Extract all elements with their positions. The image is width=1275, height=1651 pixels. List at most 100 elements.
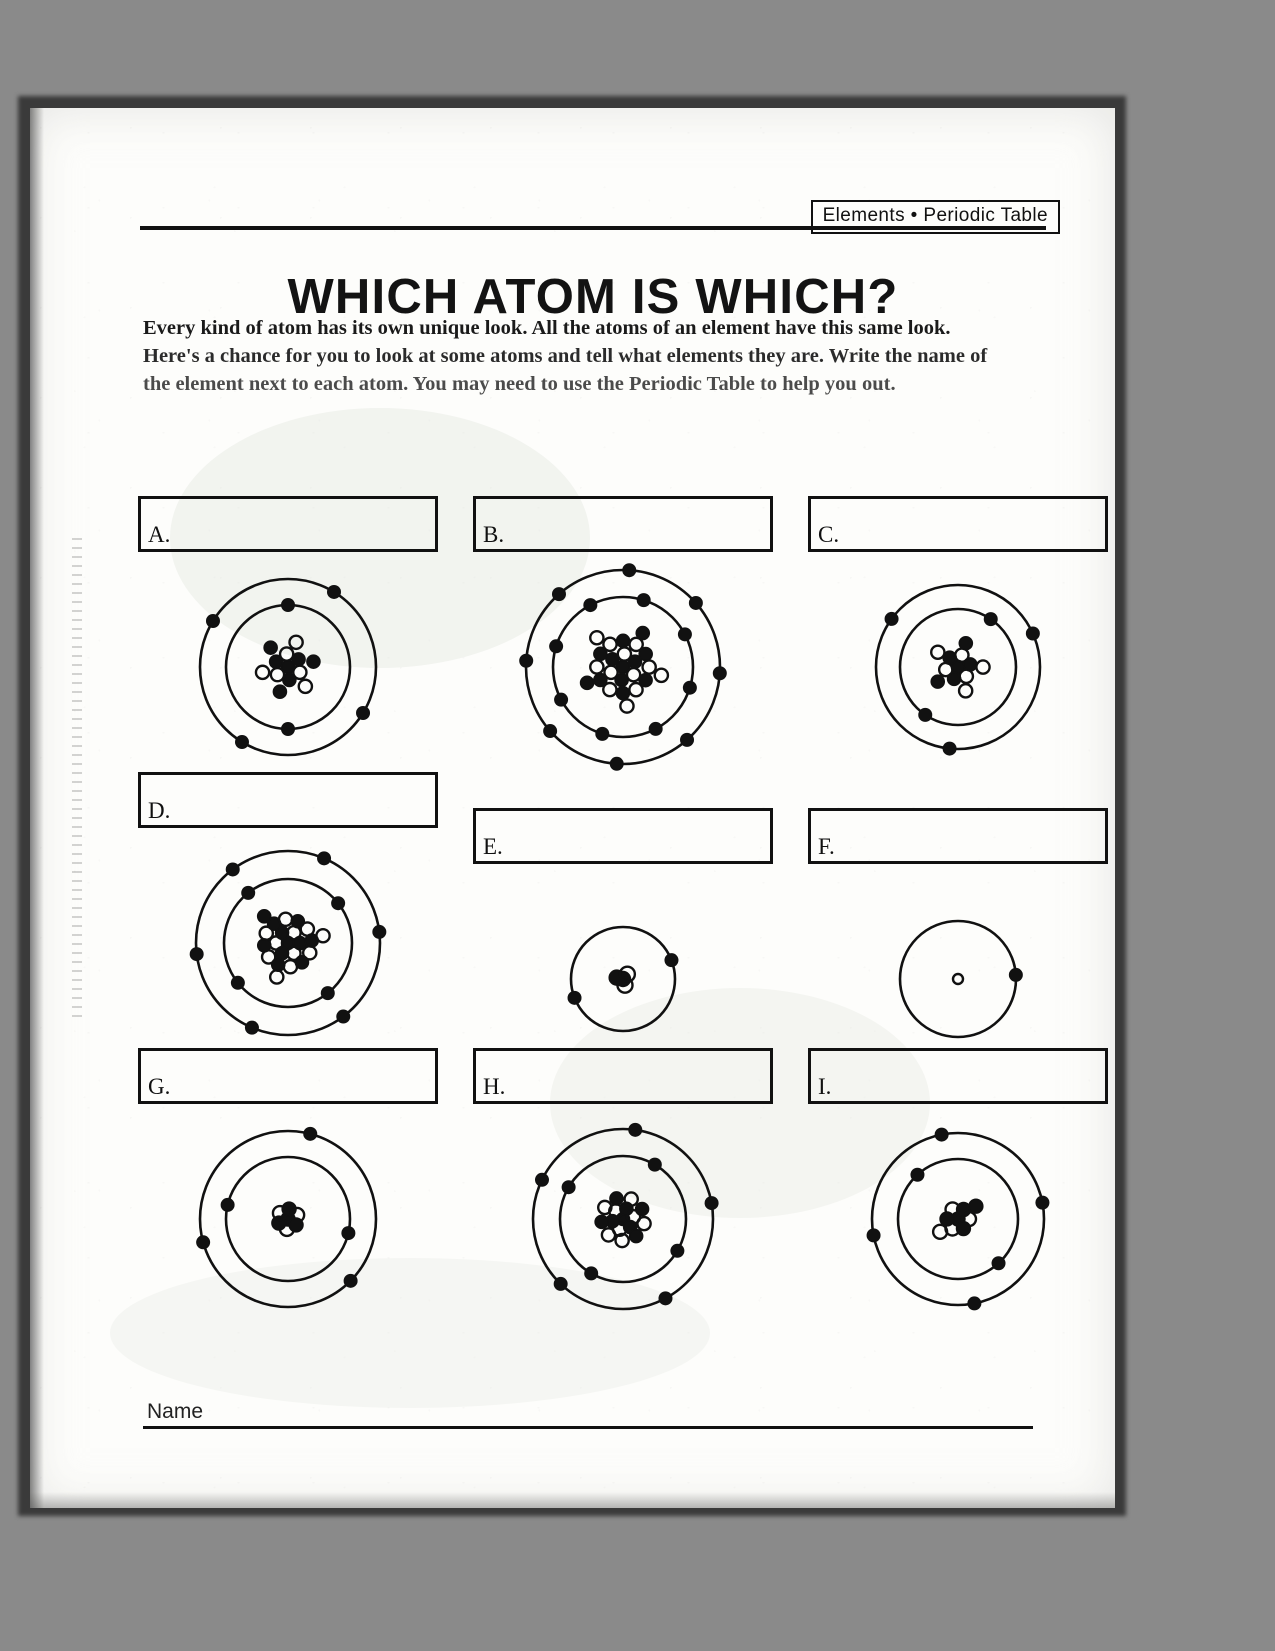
atom-diagram	[531, 1122, 719, 1311]
atom-diagram	[567, 925, 679, 1033]
electron-shell-ring	[896, 1157, 1020, 1281]
answer-box-i[interactable]: I.	[808, 1048, 1108, 1104]
page-edge-shadow-left	[30, 108, 44, 1508]
answer-box-h[interactable]: H.	[473, 1048, 773, 1104]
electron-particle	[670, 1243, 685, 1258]
page-title: WHICH ATOM IS WHICH?	[287, 269, 899, 324]
proton-particle	[634, 1201, 650, 1217]
electron-particle	[225, 862, 240, 877]
question-letter: H.	[483, 1074, 506, 1099]
neutron-particle	[618, 965, 637, 983]
neutron-particle	[589, 629, 605, 646]
atom-question-a: A.	[138, 496, 438, 782]
answer-box-d[interactable]: D.	[138, 772, 438, 828]
proton-particle	[955, 1220, 972, 1237]
electron-shell-ring	[870, 1131, 1046, 1307]
proton-particle	[962, 657, 978, 672]
proton-particle	[272, 684, 288, 700]
neutron-particle	[628, 636, 644, 653]
atom-diagram	[874, 583, 1042, 756]
neutron-particle	[641, 659, 657, 675]
electron-particle	[372, 924, 387, 939]
neutron-particle	[628, 681, 644, 698]
instructions-paragraph: Every kind of atom has its own unique lo…	[143, 314, 1023, 398]
electron-particle	[561, 1180, 576, 1195]
atom-diagram	[519, 563, 727, 771]
electron-particle	[189, 947, 204, 962]
proton-particle	[291, 652, 306, 667]
electron-particle	[196, 1235, 211, 1250]
electron-particle	[320, 986, 335, 1001]
name-write-line[interactable]	[143, 1426, 1033, 1429]
electron-particle	[303, 1126, 318, 1141]
electron-particle	[934, 1127, 949, 1142]
electron-particle	[628, 1122, 643, 1137]
atom-diagram	[196, 1126, 378, 1309]
atom-diagram	[898, 919, 1023, 1039]
electron-shell-ring	[224, 1155, 352, 1283]
neutron-particle	[619, 698, 635, 714]
answer-box-c[interactable]: C.	[808, 496, 1108, 552]
proton-particle	[968, 1198, 984, 1214]
electron-particle	[584, 1266, 599, 1281]
proton-particle	[627, 654, 643, 669]
proton-particle	[615, 685, 631, 701]
question-letter: E.	[483, 834, 503, 859]
electron-particle	[241, 885, 256, 900]
electron-particle	[991, 1256, 1006, 1271]
electron-particle	[636, 593, 651, 608]
electron-shell-ring	[558, 1154, 688, 1284]
neutron-particle	[297, 678, 314, 695]
electron-particle	[554, 692, 569, 707]
answer-box-g[interactable]: G.	[138, 1048, 438, 1104]
answer-box-b[interactable]: B.	[473, 496, 773, 552]
neutron-particle	[930, 644, 946, 661]
electron-particle	[680, 732, 695, 747]
answer-box-a[interactable]: A.	[138, 496, 438, 552]
electron-particle	[543, 724, 558, 739]
neutron-particle	[301, 944, 318, 961]
page-edge-shadow-bottom	[30, 1492, 1115, 1508]
electron-shell-ring	[531, 1127, 715, 1311]
electron-particle	[688, 595, 703, 610]
proton-particle	[594, 1214, 609, 1230]
electron-particle	[534, 1172, 549, 1187]
neutron-particle	[951, 972, 965, 986]
electron-particle	[281, 598, 295, 612]
neutron-particle	[278, 646, 295, 662]
electron-particle	[967, 1296, 982, 1311]
atom-question-c: C.	[808, 496, 1108, 782]
atom-question-h: H.	[473, 1048, 773, 1334]
electron-particle	[356, 706, 371, 720]
electron-particle	[583, 598, 598, 613]
question-letter: A.	[148, 522, 171, 547]
proton-particle	[593, 646, 608, 662]
worksheet-content: Elements • Periodic Table WHICH ATOM IS …	[118, 108, 1108, 1508]
electron-particle	[1008, 967, 1023, 982]
neutron-particle	[602, 681, 618, 698]
answer-box-f[interactable]: F.	[808, 808, 1108, 864]
electron-particle	[553, 1276, 568, 1291]
proton-particle	[635, 625, 651, 641]
name-label: Name	[147, 1400, 204, 1423]
electron-particle	[519, 653, 534, 668]
electron-particle	[884, 611, 899, 626]
neutron-particle	[625, 666, 642, 683]
proton-particle	[306, 654, 321, 669]
atom-question-g: G.	[138, 1048, 438, 1334]
question-letter: F.	[818, 834, 835, 859]
neutron-particle	[600, 1227, 617, 1243]
atom-question-e: E.	[473, 808, 773, 1094]
instructions-line-1: Every kind of atom has its own unique lo…	[143, 317, 951, 339]
proton-particle	[263, 640, 278, 655]
electron-particle	[336, 1009, 351, 1024]
atom-question-b: B.	[473, 496, 773, 782]
electron-particle	[609, 756, 624, 771]
proton-particle	[930, 674, 946, 689]
electron-particle	[317, 851, 332, 866]
neutron-particle	[602, 636, 618, 653]
answer-box-e[interactable]: E.	[473, 808, 773, 864]
atom-diagram	[198, 577, 378, 757]
proton-particle	[294, 955, 310, 970]
name-field-row[interactable]: Name	[143, 1400, 1033, 1429]
